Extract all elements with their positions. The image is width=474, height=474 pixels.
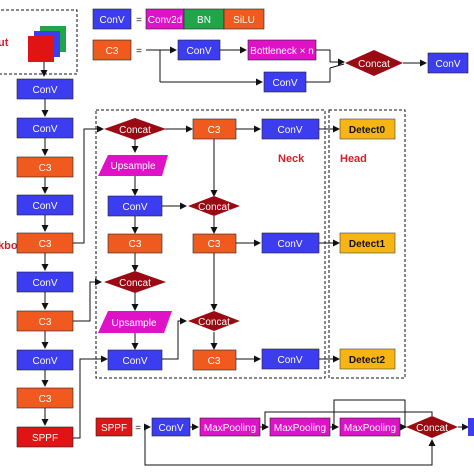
neck-conv-r-mid: ConV [277, 239, 302, 250]
svg-text:MaxPooling: MaxPooling [204, 423, 256, 434]
svg-text:SPPF: SPPF [101, 423, 127, 434]
backbone-label-4: C3 [39, 239, 52, 250]
input-label: ut [0, 37, 9, 49]
neck-c3-a: C3 [129, 239, 142, 250]
svg-text:ConV: ConV [99, 15, 124, 26]
svg-text:ConV: ConV [435, 59, 460, 70]
neck-concat-r2: Concat [198, 317, 230, 328]
detect-0: Detect0 [349, 125, 386, 136]
svg-text:ConV: ConV [186, 46, 211, 57]
svg-text:C3: C3 [106, 46, 119, 57]
backbone-label-1: ConV [32, 124, 57, 135]
svg-text:BN: BN [197, 15, 211, 26]
neck-top-concat: Concat [119, 125, 151, 136]
svg-text:Concat: Concat [358, 59, 390, 70]
backbone-label-2: C3 [39, 163, 52, 174]
neck-c3-top: C3 [208, 125, 221, 136]
svg-text:SiLU: SiLU [233, 15, 255, 26]
neck-frame [95, 109, 326, 379]
sppf-definition: SPPF = ConV MaxPooling MaxPooling MaxPoo… [95, 399, 474, 466]
backbone-label-3: ConV [32, 201, 57, 212]
svg-text:Bottleneck × n: Bottleneck × n [250, 46, 314, 57]
svg-text:ConV: ConV [272, 78, 297, 89]
head-label: Head [340, 153, 367, 165]
svg-text:Conv2d: Conv2d [148, 15, 182, 26]
backbone-label-9: SPPF [32, 433, 58, 444]
svg-text:=: = [135, 423, 141, 434]
svg-text:=: = [136, 15, 142, 26]
svg-text:=: = [136, 46, 142, 57]
backbone-label-8: C3 [39, 394, 52, 405]
svg-text:MaxPooling: MaxPooling [344, 423, 396, 434]
detect-1: Detect1 [349, 239, 386, 250]
head-frame [328, 109, 406, 379]
neck-concat-r1: Concat [198, 202, 230, 213]
input-frame [0, 9, 78, 75]
detect-2: Detect2 [349, 355, 386, 366]
head-detectors: Detect0 Detect1 Detect2 [339, 118, 396, 370]
backbone-label-0: ConV [32, 85, 57, 96]
svg-text:Concat: Concat [416, 423, 448, 434]
neck-graph: Concat Upsample ConV C3 Concat Upsample … [40, 62, 340, 439]
legend-conv: ConV = Conv2d BN SiLU [92, 8, 265, 30]
backbone-label-6: C3 [39, 317, 52, 328]
neck-label: Neck [278, 153, 305, 165]
neck-upsample-1: Upsample [110, 161, 155, 172]
neck-upsample-2: Upsample [111, 318, 156, 329]
neck-c3-bot: C3 [208, 356, 221, 367]
neck-c3-mid: C3 [208, 239, 221, 250]
backbone-label-5: ConV [32, 278, 57, 289]
neck-conv-r-bot: ConV [277, 355, 302, 366]
backbone-node-9 [16, 426, 74, 448]
input-image-icon [28, 26, 66, 62]
legend-c3: C3 = ConV Bottleneck × n ConV Concat Con… [92, 39, 469, 93]
svg-text:MaxPooling: MaxPooling [274, 423, 326, 434]
neck-conv-top: ConV [277, 125, 302, 136]
svg-text:ConV: ConV [158, 423, 183, 434]
backbone-label-7: ConV [32, 356, 57, 367]
neck-conv-b: ConV [122, 356, 147, 367]
neck-conv-a: ConV [122, 202, 147, 213]
neck-mid-concat: Concat [119, 278, 151, 289]
